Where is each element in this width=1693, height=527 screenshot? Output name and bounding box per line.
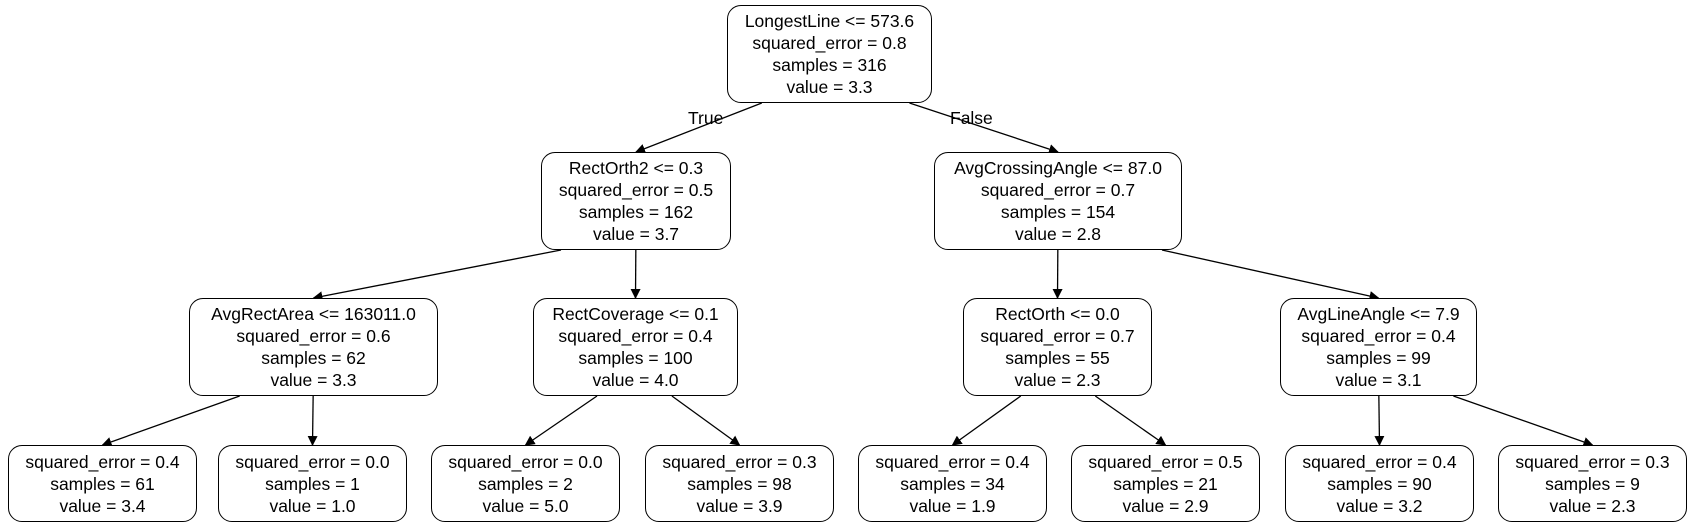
edge-label-false: False	[950, 108, 993, 128]
node-text-line: squared_error = 0.5	[558, 180, 714, 200]
tree-edge-n3-n8	[307, 395, 318, 446]
tree-edge-n0-n1	[635, 102, 763, 154]
tree-edge-n4-n10	[671, 395, 741, 446]
node-text-line: value = 3.1	[1335, 370, 1422, 390]
node-text-line: squared_error = 0.5	[1088, 451, 1243, 472]
tree-edge-n4-n9	[524, 395, 598, 446]
node-text-line: samples = 154	[1000, 202, 1116, 222]
node-text-line: samples = 61	[50, 473, 155, 494]
node-text-line: samples = 162	[578, 202, 694, 222]
node-text-line: RectOrth2 <= 0.3	[568, 158, 704, 178]
node-text-line: samples = 1	[265, 473, 360, 494]
tree-edge-n6-n13	[1374, 395, 1385, 446]
node-text-line: AvgRectArea <= 163011.0	[211, 304, 416, 324]
node-text-line: AvgCrossingAngle <= 87.0	[954, 158, 1162, 178]
node-text-line: value = 2.9	[1122, 495, 1209, 516]
tree-edge-n6-n14	[1453, 395, 1594, 447]
node-text-line: samples = 55	[1005, 348, 1110, 368]
node-text-line: samples = 62	[261, 348, 366, 368]
node-text-line: squared_error = 0.3	[1515, 451, 1670, 472]
node-text-line: value = 2.8	[1014, 224, 1102, 244]
tree-edge-n1-n3	[312, 249, 562, 302]
node-text-line: LongestLine <= 573.6	[744, 11, 915, 31]
node-text-line: squared_error = 0.4	[875, 451, 1030, 472]
node-text-line: AvgLineAngle <= 7.9	[1297, 304, 1460, 324]
node-text-line: samples = 9	[1545, 473, 1640, 494]
node-text-line: squared_error = 0.8	[752, 33, 907, 53]
node-text-line: RectCoverage <= 0.1	[552, 304, 719, 324]
node-text-line: samples = 99	[1326, 348, 1431, 368]
node-text-line: value = 3.7	[592, 224, 680, 244]
node-text-line: samples = 21	[1113, 473, 1218, 494]
node-text-line: value = 1.0	[269, 495, 356, 516]
node-text-line: squared_error = 0.4	[558, 326, 713, 346]
node-text-line: samples = 316	[772, 55, 887, 75]
node-text-line: RectOrth <= 0.0	[995, 304, 1120, 324]
node-text-line: squared_error = 0.4	[1302, 451, 1457, 472]
node-text-line: value = 2.3	[1014, 370, 1101, 390]
node-text-line: value = 1.9	[909, 495, 996, 516]
edge-label-true: True	[688, 108, 724, 128]
node-text-line: samples = 34	[900, 473, 1005, 494]
tree-edge-n2-n6	[1161, 249, 1380, 301]
tree-edge-n5-n12	[1094, 395, 1167, 446]
node-text-line: value = 4.0	[592, 370, 679, 390]
node-text-line: squared_error = 0.7	[980, 180, 1136, 200]
node-text-line: samples = 2	[478, 473, 573, 494]
node-text-line: squared_error = 0.0	[448, 451, 603, 472]
node-text-line: samples = 98	[687, 473, 792, 494]
node-text-line: value = 3.3	[270, 370, 357, 390]
tree-edge-n3-n7	[101, 395, 240, 447]
node-text-line: squared_error = 0.6	[236, 326, 391, 346]
node-text-line: value = 3.2	[1336, 495, 1423, 516]
node-text-line: squared_error = 0.0	[235, 451, 390, 472]
node-text-line: value = 3.3	[786, 77, 873, 97]
node-text-line: squared_error = 0.3	[662, 451, 817, 472]
node-text-line: value = 5.0	[482, 495, 569, 516]
tree-edge-n5-n11	[951, 395, 1022, 446]
tree-edge-n0-n2	[909, 102, 1059, 154]
node-text-line: samples = 100	[578, 348, 693, 368]
node-text-line: squared_error = 0.4	[25, 451, 180, 472]
node-text-line: value = 2.3	[1549, 495, 1636, 516]
node-text-line: squared_error = 0.4	[1301, 326, 1456, 346]
node-text-line: value = 3.9	[696, 495, 783, 516]
node-text-line: samples = 90	[1327, 473, 1432, 494]
node-text-line: value = 3.4	[59, 495, 146, 516]
node-text-line: squared_error = 0.7	[980, 326, 1135, 346]
